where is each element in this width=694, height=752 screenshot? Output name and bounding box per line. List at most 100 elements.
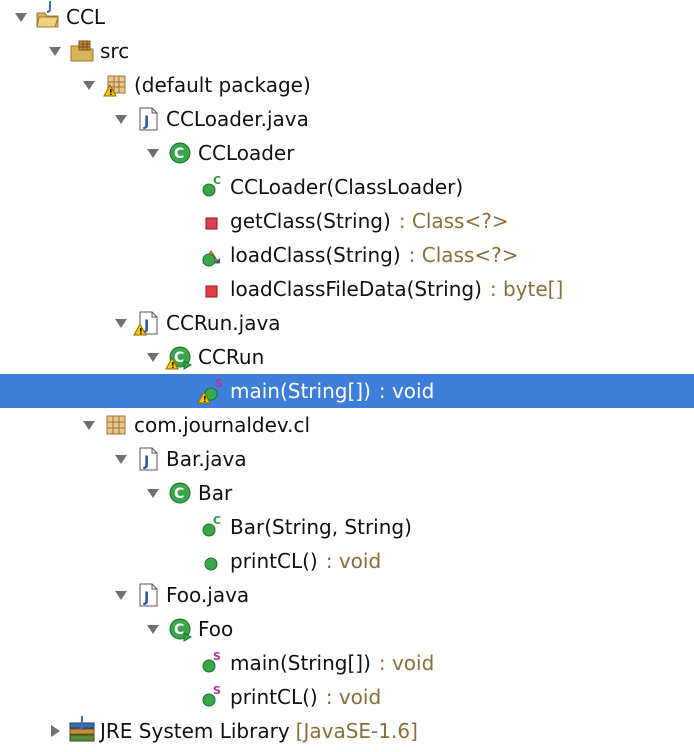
tree-node-default-package[interactable]: ! (default package)	[0, 68, 694, 102]
svg-text:S: S	[213, 684, 221, 697]
tree-node-label: loadClassFileData(String)	[230, 277, 482, 301]
tree-node-foo-java[interactable]: J Foo.java	[0, 578, 694, 612]
tree-node-label: CCLoader.java	[166, 107, 309, 131]
constructor-icon: C	[200, 174, 224, 199]
expand-toggle-icon[interactable]	[12, 8, 30, 26]
expand-toggle-icon[interactable]	[46, 42, 64, 60]
tree-node-bar-java[interactable]: J Bar.java	[0, 442, 694, 476]
svg-text:!: !	[139, 327, 143, 336]
tree-node-label: printCL()	[230, 549, 318, 573]
tree-node-ccloader-constructor[interactable]: C CCLoader(ClassLoader)	[0, 170, 694, 204]
svg-text:C: C	[213, 174, 221, 187]
tree-node-com-journaldev-cl[interactable]: com.journaldev.cl	[0, 408, 694, 442]
svg-text:!: !	[171, 361, 175, 370]
tree-node-label: CCLoader	[198, 141, 295, 165]
method-return-type: : Class<?>	[408, 243, 519, 267]
tree-node-label: CCRun.java	[166, 311, 281, 335]
tree-node-src[interactable]: src	[0, 34, 694, 68]
svg-text:!: !	[109, 88, 113, 97]
tree-node-ccrun-java[interactable]: J ! CCRun.java	[0, 306, 694, 340]
tree-node-foo-class[interactable]: C Foo	[0, 612, 694, 646]
expand-toggle-icon[interactable]	[144, 484, 162, 502]
method-return-type: : void	[378, 379, 435, 403]
package-icon	[104, 413, 128, 437]
svg-text:C: C	[174, 146, 184, 162]
static-method-warning-icon: S !	[197, 377, 224, 404]
tree-node-label: CCL	[66, 5, 106, 29]
tree-node-label: Bar(String, String)	[230, 515, 412, 539]
tree-node-jre-system-library[interactable]: JRE System Library [JavaSE-1.6]	[0, 714, 694, 748]
expand-toggle-icon[interactable]	[112, 586, 130, 604]
expand-toggle-icon[interactable]	[144, 348, 162, 366]
library-icon	[69, 716, 95, 743]
tree-node-label: Foo.java	[166, 583, 250, 607]
svg-text:S: S	[213, 650, 221, 663]
tree-node-bar-class[interactable]: C Bar	[0, 476, 694, 510]
svg-text:J: J	[143, 318, 149, 334]
tree-node-label: CCLoader(ClassLoader)	[230, 175, 464, 199]
runnable-class-warning-icon: C !	[165, 345, 193, 370]
static-method-icon: S	[200, 650, 224, 675]
expand-toggle-icon[interactable]	[144, 144, 162, 162]
svg-text:J: J	[143, 590, 149, 606]
expand-toggle-icon[interactable]	[112, 450, 130, 468]
svg-text:J: J	[143, 454, 149, 470]
svg-text:C: C	[174, 350, 184, 366]
tree-node-foo-main[interactable]: S main(String[]) : void	[0, 646, 694, 680]
svg-text:!: !	[203, 395, 207, 404]
tree-node-label: main(String[])	[230, 651, 371, 675]
private-method-icon	[200, 209, 224, 233]
static-method-icon: S	[200, 684, 224, 709]
tree-node-ccl[interactable]: CCL	[0, 0, 694, 34]
tree-node-label: Foo	[198, 617, 234, 641]
tree-node-label: CCRun	[198, 345, 265, 369]
tree-node-loadclass[interactable]: loadClass(String) : Class<?>	[0, 238, 694, 272]
class-icon: C	[168, 481, 192, 505]
tree-node-label: loadClass(String)	[230, 243, 401, 267]
protected-override-method-icon	[200, 243, 224, 267]
constructor-icon: C	[200, 514, 224, 539]
runnable-class-icon: C	[168, 617, 193, 642]
private-method-icon	[200, 277, 224, 301]
expand-toggle-icon[interactable]	[80, 416, 98, 434]
expand-toggle-icon[interactable]	[80, 76, 98, 94]
svg-text:C: C	[213, 514, 221, 527]
svg-text:J: J	[143, 114, 149, 130]
method-return-type: : byte[]	[489, 277, 564, 301]
tree-node-bar-printcl[interactable]: printCL() : void	[0, 544, 694, 578]
expand-toggle-icon[interactable]	[144, 620, 162, 638]
tree-node-ccloader-class[interactable]: C CCLoader	[0, 136, 694, 170]
public-method-icon	[200, 549, 224, 573]
expand-toggle-icon[interactable]	[112, 314, 130, 332]
class-icon: C	[168, 141, 192, 165]
svg-text:C: C	[174, 486, 184, 502]
tree-node-label: getClass(String)	[230, 209, 391, 233]
java-file-warning-icon: J !	[133, 311, 160, 336]
tree-node-label: printCL()	[230, 685, 318, 709]
java-file-icon: J	[136, 107, 160, 131]
package-warning-icon: !	[103, 73, 128, 97]
tree-node-getclass[interactable]: getClass(String) : Class<?>	[0, 204, 694, 238]
jre-version-decoration: [JavaSE-1.6]	[295, 719, 418, 743]
source-folder-icon	[70, 39, 94, 63]
tree-node-label: src	[100, 39, 130, 63]
tree-node-loadclassfiledata[interactable]: loadClassFileData(String) : byte[]	[0, 272, 694, 306]
expand-toggle-icon[interactable]	[112, 110, 130, 128]
java-file-icon: J	[136, 447, 160, 471]
tree-node-label: JRE System Library	[100, 719, 290, 743]
method-return-type: : void	[325, 549, 382, 573]
tree-node-foo-printcl[interactable]: S printCL() : void	[0, 680, 694, 714]
method-return-type: : Class<?>	[398, 209, 509, 233]
tree-node-ccrun-main[interactable]: S ! main(String[]) : void	[0, 374, 694, 408]
tree-node-label: Bar.java	[166, 447, 247, 471]
tree-node-ccloader-java[interactable]: J CCLoader.java	[0, 102, 694, 136]
tree-node-label: com.journaldev.cl	[134, 413, 311, 437]
tree-node-label: main(String[])	[230, 379, 371, 403]
java-project-icon	[36, 1, 60, 29]
collapsed-toggle-icon[interactable]	[46, 722, 64, 740]
tree-node-ccrun-class[interactable]: C ! CCRun	[0, 340, 694, 374]
tree-node-bar-constructor[interactable]: C Bar(String, String)	[0, 510, 694, 544]
tree-node-label: Bar	[198, 481, 233, 505]
svg-text:C: C	[174, 622, 184, 638]
